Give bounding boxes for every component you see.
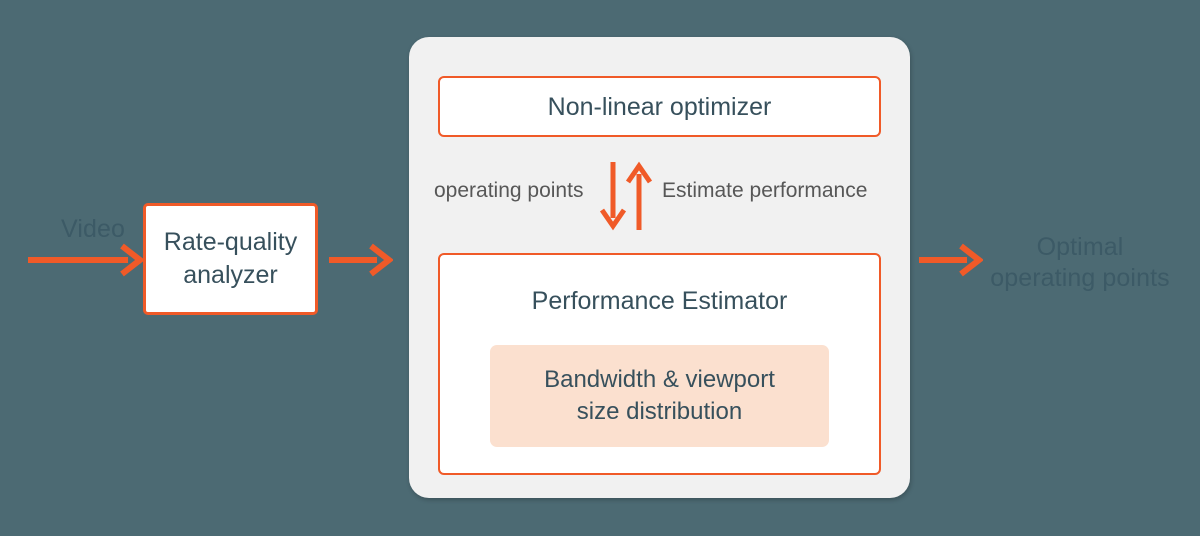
arrow-right-icon-input bbox=[28, 243, 144, 277]
arrow-down-icon bbox=[600, 162, 627, 231]
bandwidth-viewport-distribution-box[interactable]: Bandwidth & viewport size distribution bbox=[490, 345, 829, 447]
performance-estimator-box[interactable]: Performance Estimator Bandwidth & viewpo… bbox=[438, 253, 881, 475]
bandwidth-viewport-distribution-label: Bandwidth & viewport size distribution bbox=[544, 366, 775, 425]
estimate-performance-label: Estimate performance bbox=[662, 179, 868, 202]
arrow-right-icon-output bbox=[919, 243, 983, 277]
exchange-row: operating points Estimate performance bbox=[430, 160, 890, 232]
non-linear-optimizer-box[interactable]: Non-linear optimizer bbox=[438, 76, 881, 137]
non-linear-optimizer-label: Non-linear optimizer bbox=[547, 92, 772, 121]
video-input-label: Video bbox=[61, 215, 125, 243]
exchange-arrows bbox=[600, 160, 656, 232]
performance-estimator-title: Performance Estimator bbox=[531, 287, 788, 315]
rate-quality-analyzer-label: Rate-quality analyzer bbox=[163, 228, 298, 289]
arrow-right-icon-connector bbox=[329, 243, 393, 277]
operating-points-label: operating points bbox=[434, 179, 584, 202]
arrow-up-icon bbox=[625, 161, 653, 230]
rate-quality-analyzer-box[interactable]: Rate-quality analyzer bbox=[143, 203, 318, 315]
optimal-operating-points-label: Optimal operating points bbox=[990, 233, 1170, 292]
